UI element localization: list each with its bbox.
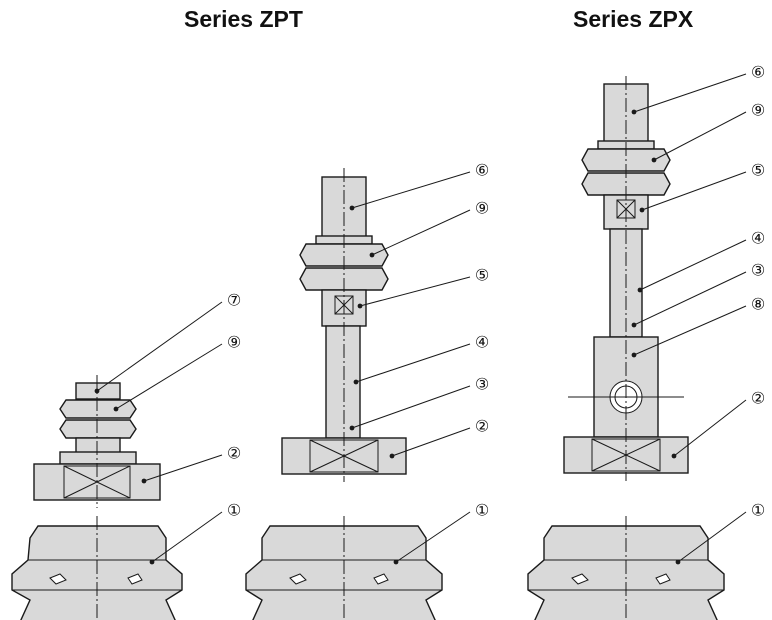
pad-vent-icon [373,573,389,585]
hex-nut-upper [59,399,137,419]
callout-4: ④ [751,229,765,248]
pad-vent-icon [127,573,143,585]
hex-nut-lower [581,172,671,196]
hex-nut-upper [299,243,389,267]
callout-2: ② [227,444,241,463]
callout-7: ⑦ [227,291,241,310]
pad-vent-icon [289,573,307,585]
callout-9: ⑨ [751,101,765,120]
series-zpt-title: Series ZPT [184,6,303,32]
callout-9: ⑨ [227,333,241,352]
callout-1: ① [751,501,765,520]
callout-3: ③ [475,375,489,394]
callout-6: ⑥ [751,63,765,82]
callout-3: ③ [751,261,765,280]
series-zpx-title: Series ZPX [573,6,694,32]
callout-2: ② [475,417,489,436]
vacuum-pad-a [11,516,183,620]
pad-vent-icon [49,573,67,585]
callout-2: ② [751,389,765,408]
callout-9: ⑨ [475,199,489,218]
assembly-zpt-long: ⑥ ⑨ ⑤ ④ ③ ② ① [245,161,489,620]
callout-8: ⑧ [751,295,765,314]
callout-6: ⑥ [475,161,489,180]
hex-nut-lower [59,419,137,439]
callout-5: ⑤ [751,161,765,180]
pad-vent-icon [571,573,589,585]
adapter-collar [59,451,137,465]
assembly-zpt-short: ⑦ ⑨ ② ① [11,291,241,620]
vacuum-pad-b [245,516,443,620]
vacuum-pad-c [527,516,725,620]
pad-vent-icon [655,573,671,585]
callout-1: ① [227,501,241,520]
assembly-zpx: ⑥ ⑨ ⑤ ④ ③ ⑧ ② ① [527,63,765,620]
callout-5: ⑤ [475,266,489,285]
callout-4: ④ [475,333,489,352]
callout-1: ① [475,501,489,520]
